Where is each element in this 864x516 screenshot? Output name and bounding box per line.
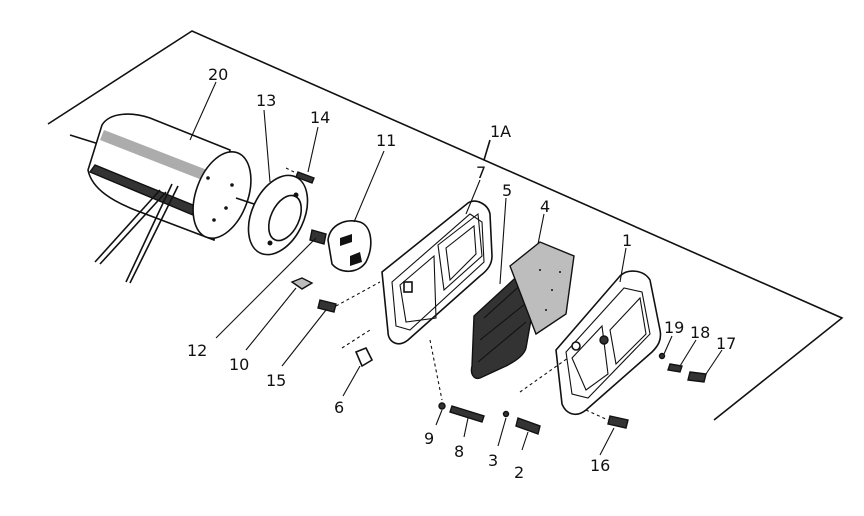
label-1: 1 <box>622 231 632 250</box>
housing-plate-part <box>381 200 493 345</box>
label-16: 16 <box>590 456 610 475</box>
front-frame-part <box>555 270 662 416</box>
label-14: 14 <box>310 108 330 127</box>
plug-part <box>585 409 629 429</box>
label-8: 8 <box>454 442 464 461</box>
screw-part <box>285 167 315 184</box>
label-2: 2 <box>514 463 524 482</box>
label-11: 11 <box>376 131 396 150</box>
label-13: 13 <box>256 91 276 110</box>
key-part <box>290 277 314 290</box>
bolt-group-right <box>502 357 569 435</box>
label-7: 7 <box>476 163 486 182</box>
assembly-bracket <box>47 30 844 421</box>
leader-lines <box>189 81 723 456</box>
label-10: 10 <box>229 355 249 374</box>
bolt-group-left <box>429 339 485 423</box>
label-18: 18 <box>690 323 710 342</box>
fitting-part <box>317 281 381 313</box>
motor-part <box>69 113 255 284</box>
label-1A: 1A <box>490 122 511 141</box>
label-3: 3 <box>488 451 498 470</box>
label-19: 19 <box>664 318 684 337</box>
label-15: 15 <box>266 371 286 390</box>
filter-pad-part <box>509 241 575 336</box>
part-labels: 20 13 14 11 1A 7 5 4 1 19 18 17 12 10 15… <box>187 65 736 482</box>
label-5: 5 <box>502 181 512 200</box>
nut-part <box>341 329 374 368</box>
label-6: 6 <box>334 398 344 417</box>
label-9: 9 <box>424 429 434 448</box>
small-hardware-group <box>658 352 707 383</box>
label-4: 4 <box>540 197 550 216</box>
label-20: 20 <box>208 65 228 84</box>
impeller-hub-part <box>327 220 372 273</box>
label-12: 12 <box>187 341 207 360</box>
label-17: 17 <box>716 334 736 353</box>
